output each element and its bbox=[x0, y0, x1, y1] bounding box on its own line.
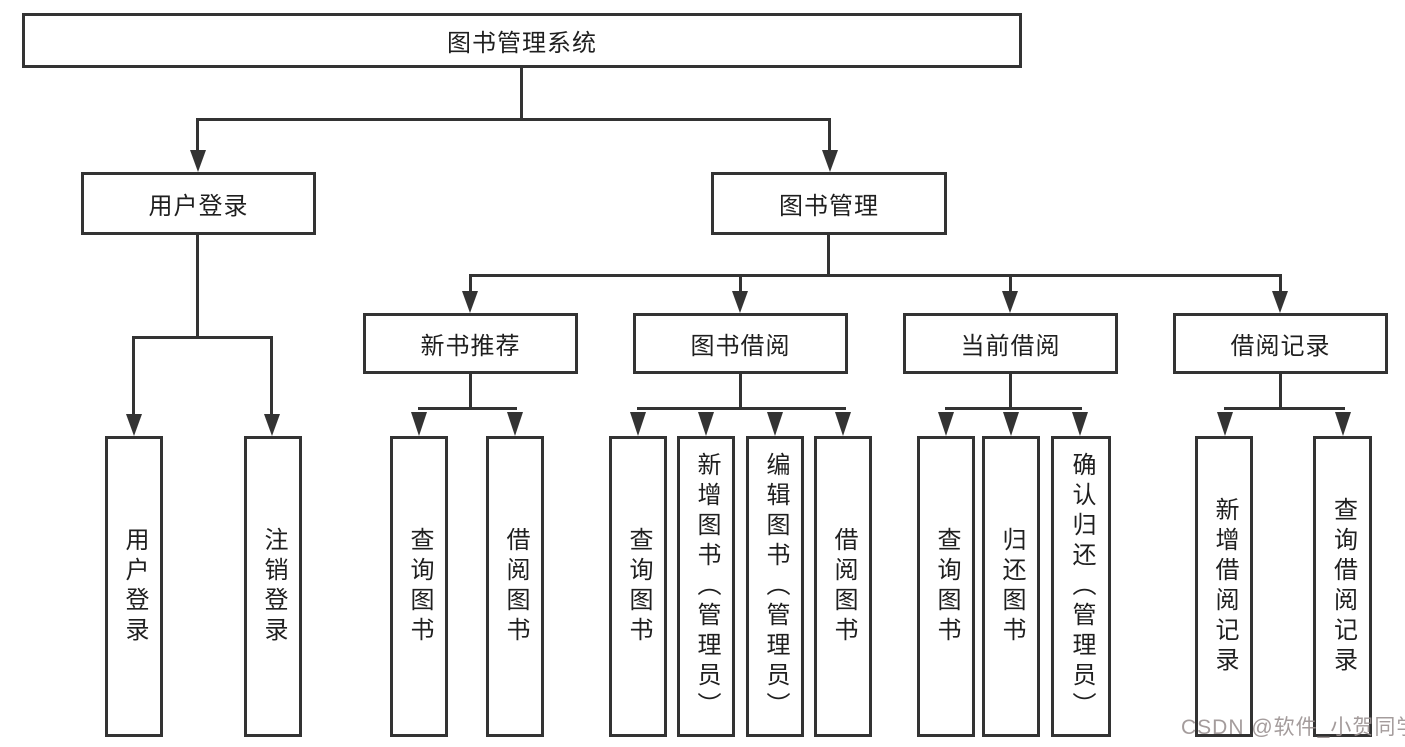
arrow-down-icon bbox=[1335, 412, 1351, 436]
arrow-down-icon bbox=[767, 412, 783, 436]
connector-group bbox=[418, 407, 517, 410]
leaf-label: 查询图书 bbox=[933, 526, 960, 647]
node-borrowing-records-label: 借阅记录 bbox=[1230, 333, 1331, 360]
csdn-watermark: CSDN @软件_小贺同学 bbox=[1181, 716, 1405, 739]
arrow-down-icon bbox=[507, 412, 523, 436]
connector-drop bbox=[739, 274, 742, 292]
arrow-down-icon bbox=[1002, 291, 1018, 313]
node-root-label: 图书管理系统 bbox=[447, 30, 597, 57]
connector-drop bbox=[828, 118, 831, 152]
connector-level1 bbox=[197, 118, 831, 121]
node-book-borrowing: 图书借阅 bbox=[633, 313, 848, 374]
arrow-down-icon bbox=[264, 414, 280, 436]
node-root: 图书管理系统 bbox=[22, 13, 1022, 68]
arrow-down-icon bbox=[190, 150, 206, 172]
connector-drop bbox=[270, 336, 273, 414]
connector-stem bbox=[469, 374, 472, 409]
leaf-label: 用户登录 bbox=[121, 526, 148, 647]
leaf-label: 借阅图书 bbox=[502, 526, 529, 647]
node-user-login-label: 用户登录 bbox=[148, 193, 249, 220]
node-current-borrowing: 当前借阅 bbox=[903, 313, 1118, 374]
connector-drop bbox=[132, 336, 135, 414]
connector-group bbox=[637, 407, 846, 410]
node-book-management-label: 图书管理 bbox=[779, 193, 879, 220]
leaf-confirm-return-admin: 确认归还（管理员） bbox=[1051, 436, 1111, 737]
arrow-down-icon bbox=[126, 414, 142, 436]
arrow-down-icon bbox=[462, 291, 478, 313]
node-book-management: 图书管理 bbox=[711, 172, 947, 235]
node-current-borrowing-label: 当前借阅 bbox=[960, 333, 1061, 360]
leaf-label: 查询借阅记录 bbox=[1329, 496, 1357, 677]
leaf-label: 注销登录 bbox=[260, 526, 287, 647]
arrow-down-icon bbox=[698, 412, 714, 436]
arrow-down-icon bbox=[938, 412, 954, 436]
leaf-label: 查询图书 bbox=[625, 526, 652, 647]
leaf-query-borrow-record: 查询借阅记录 bbox=[1313, 436, 1372, 737]
connector-drop bbox=[1009, 274, 1012, 292]
node-new-book-recommend: 新书推荐 bbox=[363, 313, 578, 374]
arrow-down-icon bbox=[1072, 412, 1088, 436]
leaf-label: 查询图书 bbox=[406, 526, 433, 647]
leaf-label: 借阅图书 bbox=[830, 526, 857, 647]
connector-bookmgmt-stem bbox=[827, 235, 830, 276]
leaf-query-books: 查询图书 bbox=[390, 436, 448, 737]
arrow-down-icon bbox=[1003, 412, 1019, 436]
leaf-return-books: 归还图书 bbox=[982, 436, 1040, 737]
arrow-down-icon bbox=[630, 412, 646, 436]
leaf-label: 编辑图书（管理员） bbox=[762, 451, 789, 722]
connector-drop bbox=[196, 118, 199, 152]
leaf-user-login: 用户登录 bbox=[105, 436, 163, 737]
arrow-down-icon bbox=[1217, 412, 1233, 436]
node-book-borrowing-label: 图书借阅 bbox=[690, 333, 791, 360]
leaf-query-books: 查询图书 bbox=[609, 436, 667, 737]
connector-root-stem bbox=[520, 68, 523, 120]
leaf-borrow-books: 借阅图书 bbox=[486, 436, 544, 737]
leaf-label: 归还图书 bbox=[998, 526, 1025, 647]
arrow-down-icon bbox=[411, 412, 427, 436]
leaf-edit-books-admin: 编辑图书（管理员） bbox=[746, 436, 804, 737]
connector-group bbox=[1224, 407, 1345, 410]
connector-stem bbox=[1279, 374, 1282, 409]
connector-stem bbox=[1009, 374, 1012, 409]
node-new-book-recommend-label: 新书推荐 bbox=[420, 333, 521, 360]
connector-group bbox=[945, 407, 1082, 410]
connector-level3 bbox=[469, 274, 1281, 277]
leaf-add-books-admin: 新增图书（管理员） bbox=[677, 436, 735, 737]
leaf-label: 新增图书（管理员） bbox=[693, 451, 720, 722]
arrow-down-icon bbox=[1272, 291, 1288, 313]
connector-stem bbox=[739, 374, 742, 409]
connector-userlogin-stem bbox=[196, 235, 199, 338]
connector-userlogin bbox=[132, 336, 273, 339]
arrow-down-icon bbox=[732, 291, 748, 313]
arrow-down-icon bbox=[835, 412, 851, 436]
leaf-query-books: 查询图书 bbox=[917, 436, 975, 737]
node-user-login: 用户登录 bbox=[81, 172, 316, 235]
leaf-label: 新增借阅记录 bbox=[1211, 496, 1238, 677]
leaf-label: 确认归还（管理员） bbox=[1068, 451, 1095, 722]
arrow-down-icon bbox=[822, 150, 838, 172]
node-borrowing-records: 借阅记录 bbox=[1173, 313, 1388, 374]
connector-drop bbox=[469, 274, 472, 292]
leaf-borrow-books: 借阅图书 bbox=[814, 436, 872, 737]
connector-drop bbox=[1279, 274, 1282, 292]
leaf-logout: 注销登录 bbox=[244, 436, 302, 737]
leaf-add-borrow-record: 新增借阅记录 bbox=[1195, 436, 1253, 737]
